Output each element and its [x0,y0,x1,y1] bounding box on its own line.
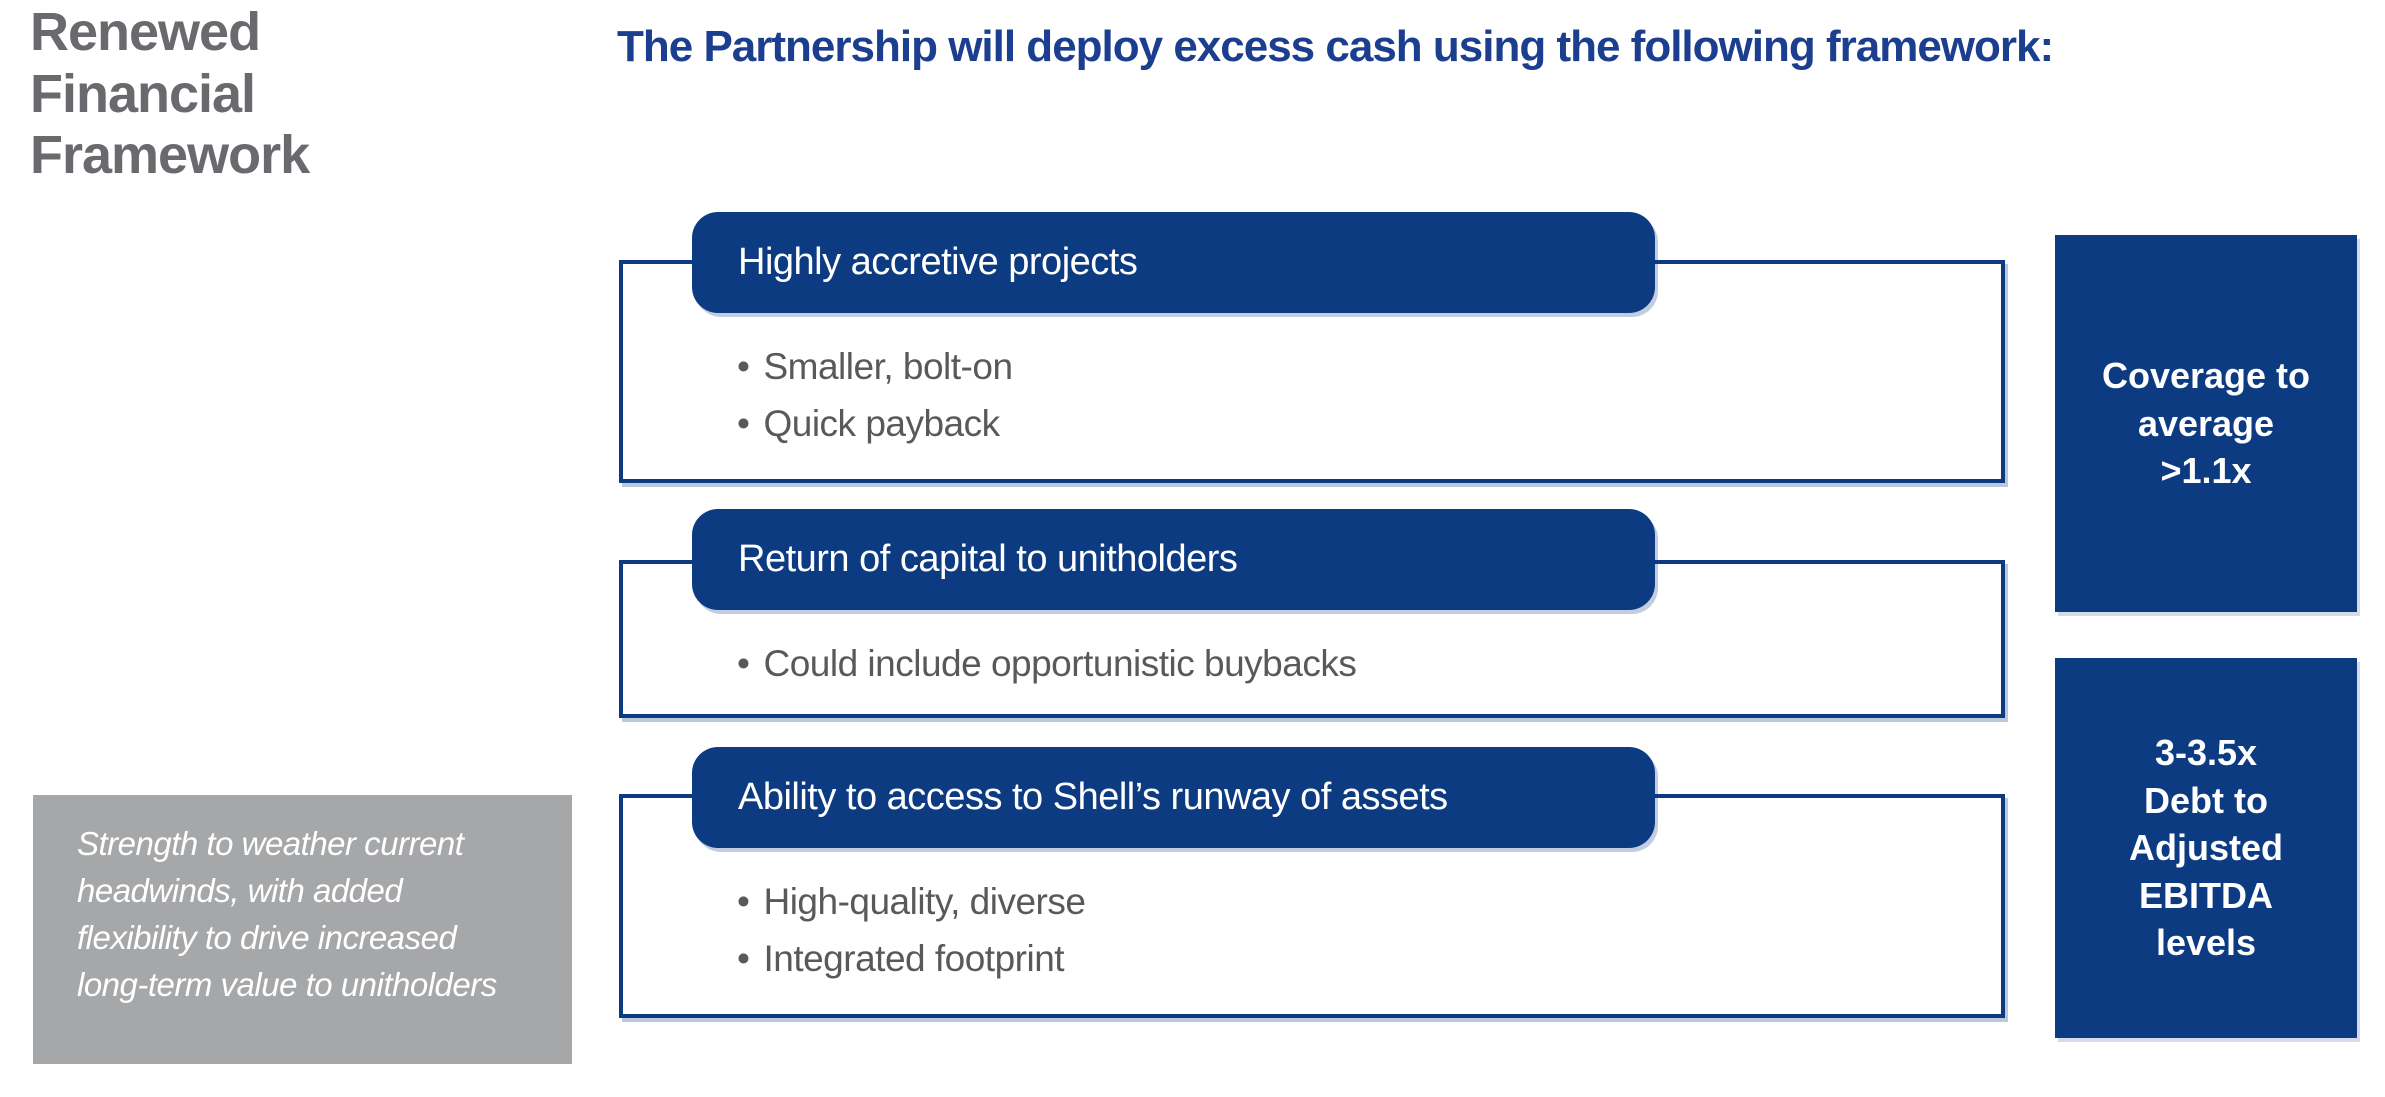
framework-box-body: • Could include opportunistic buybacks [737,635,1357,692]
bullet-marker: • [737,938,750,979]
framework-box-body: • High-quality, diverse • Integrated foo… [737,873,1086,987]
framework-box-body: • Smaller, bolt-on • Quick payback [737,338,1013,452]
framework-box-header: Highly accretive projects [692,212,1655,313]
framework-box-return-of-capital: Return of capital to unitholders • Could… [619,509,2005,718]
bullet-marker: • [737,643,750,684]
bullet-item: • High-quality, diverse [737,873,1086,930]
headline: The Partnership will deploy excess cash … [617,22,2054,71]
bullet-text: Smaller, bolt-on [763,346,1013,387]
framework-box-header-label: Return of capital to unitholders [738,538,1238,580]
bullet-marker: • [737,403,750,444]
framework-box-header: Ability to access to Shell’s runway of a… [692,747,1655,848]
bullet-marker: • [737,346,750,387]
bullet-text: Integrated footprint [763,938,1065,979]
bullet-marker: • [737,881,750,922]
framework-box-accretive-projects: Highly accretive projects • Smaller, bol… [619,212,2005,483]
bullet-item: • Quick payback [737,395,1013,452]
bullet-item: • Smaller, bolt-on [737,338,1013,395]
metric-box-leverage: 3-3.5x Debt to Adjusted EBITDA levels [2055,658,2357,1038]
bullet-item: • Could include opportunistic buybacks [737,635,1357,692]
bullet-item: • Integrated footprint [737,930,1085,987]
metric-box-coverage: Coverage to average >1.1x [2055,235,2357,612]
framework-box-header-label: Highly accretive projects [738,241,1138,283]
slide-title: Renewed Financial Framework [30,2,310,186]
bullet-text: High-quality, diverse [763,881,1086,922]
bullet-text: Could include opportunistic buybacks [763,643,1357,684]
framework-box-header: Return of capital to unitholders [692,509,1655,610]
bullet-text: Quick payback [763,403,1000,444]
framework-box-shell-assets: Ability to access to Shell’s runway of a… [619,747,2005,1018]
framework-box-header-label: Ability to access to Shell’s runway of a… [738,776,1448,818]
callout-strength-note: Strength to weather current headwinds, w… [33,795,572,1064]
